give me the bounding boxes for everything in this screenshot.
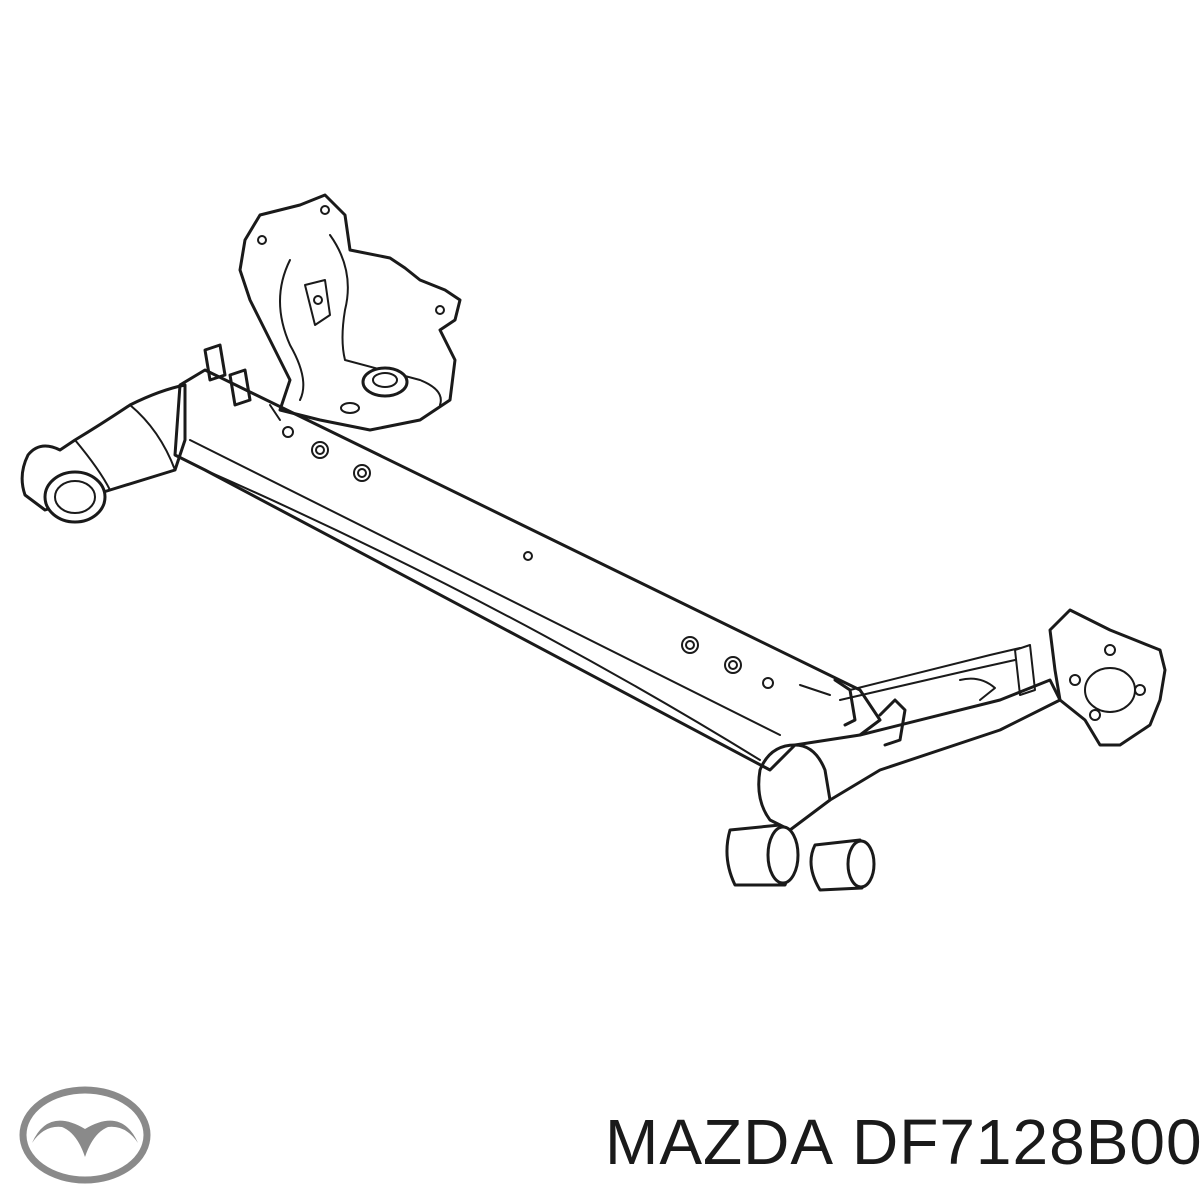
left-trailing-arm: [20, 383, 187, 512]
right-bushings: [725, 823, 876, 892]
left-bracket: [203, 343, 281, 421]
mazda-logo-icon: [19, 1086, 151, 1184]
brand-name: MAZDA: [605, 1106, 834, 1178]
left-mounting-plate: [238, 193, 462, 432]
left-bushing: [43, 470, 107, 524]
rear-axle-beam-diagram: [20, 193, 1167, 892]
right-mounting-plate: [959, 608, 1167, 747]
right-bracket: [799, 678, 907, 747]
axle-beam: [173, 368, 882, 772]
part-number: DF7128B00: [852, 1106, 1200, 1178]
beam-holes: [282, 426, 774, 689]
right-trailing-arm: [757, 647, 1062, 832]
